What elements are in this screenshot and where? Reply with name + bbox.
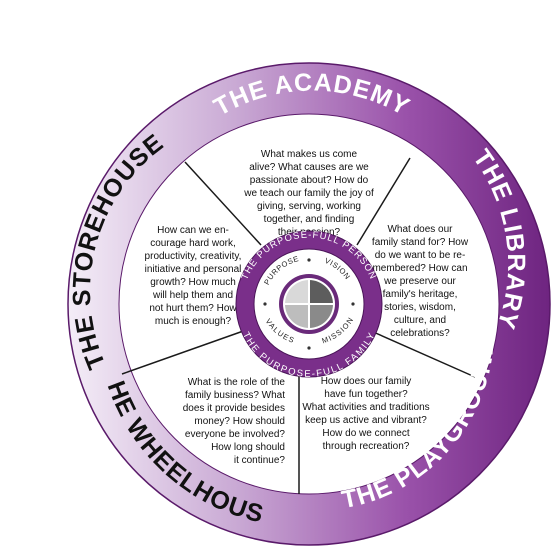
question-block-storehouse: How can we en-courage hard work, producti… <box>145 225 242 327</box>
question-block-library: What does our family stand for? How do we … <box>372 224 469 339</box>
center-pie-dividers <box>285 280 333 328</box>
question-line: celebrations? <box>390 328 450 339</box>
question-line: What does our <box>387 224 453 235</box>
dot-right <box>351 302 355 306</box>
divider-line <box>356 157 411 246</box>
question-line: productivity, creativity, <box>145 251 242 262</box>
question-line: alive? What causes are we <box>249 162 369 173</box>
question-line: have fun together? <box>324 389 408 400</box>
question-line: giving, serving, working <box>257 201 361 212</box>
question-block-playground: How does our family have fun together? Wha… <box>302 376 429 452</box>
question-line: will help them and <box>152 290 233 301</box>
divider-line <box>121 328 250 375</box>
center-pie-slice <box>285 304 309 328</box>
question-line: it continue? <box>234 455 286 466</box>
question-line: membered? How can <box>372 263 467 274</box>
center-pie-slice <box>309 304 333 328</box>
question-line: courage hard work, <box>150 238 236 249</box>
center-pie-slice <box>285 280 309 304</box>
question-line: What makes us come <box>261 149 358 160</box>
dot-bottom <box>307 346 311 350</box>
question-line: How long should <box>211 442 285 453</box>
question-line: do we want to be re- <box>375 250 466 261</box>
question-line: culture, and <box>394 315 446 326</box>
question-line: How can we en- <box>157 225 229 236</box>
question-line: stories, wisdom, <box>384 302 456 313</box>
question-line: How does our family <box>321 376 412 387</box>
question-line: much is enough? <box>155 316 232 327</box>
question-line: keep us active and vibrant? <box>305 415 427 426</box>
question-line: family stand for? How <box>372 237 469 248</box>
question-line: money? How should <box>194 416 285 427</box>
inner-dots <box>263 258 355 350</box>
question-line: growth? How much <box>150 277 236 288</box>
divider-line <box>370 330 476 378</box>
question-line: family's heritage, <box>383 289 458 300</box>
dot-left <box>263 302 267 306</box>
question-line: does it provide besides <box>183 403 285 414</box>
question-line: together, and finding <box>264 214 355 225</box>
question-line: How do we connect <box>322 428 409 439</box>
question-line: family business? What <box>185 390 285 401</box>
question-line: passionate about? How do <box>250 175 369 186</box>
question-line: through recreation? <box>323 441 410 452</box>
question-line: initiative and personal <box>145 264 242 275</box>
center-pie-slice <box>309 280 333 304</box>
question-line: we preserve our <box>383 276 456 287</box>
question-line: everyone be involved? <box>185 429 286 440</box>
question-line: we teach our family the joy of <box>243 188 374 199</box>
question-line: not hurt them? How <box>149 303 237 314</box>
question-line: What activities and traditions <box>302 402 429 413</box>
spoke-dividers <box>121 157 476 494</box>
dot-top <box>307 258 311 262</box>
center-pie <box>279 274 339 334</box>
divider-line <box>184 161 262 246</box>
question-line: What is the role of the <box>188 377 286 388</box>
question-block-wheelhouse: What is the role of the family business? … <box>183 377 286 466</box>
